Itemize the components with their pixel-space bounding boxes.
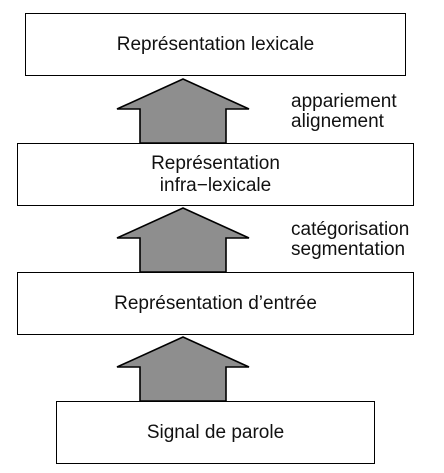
label-categorization-segmentation: catégorisation segmentation (291, 219, 410, 260)
arrow-input-to-infra-lexical (116, 207, 250, 273)
box-input-label: Représentation d’entrée (114, 292, 317, 314)
arrow-infra-lexical-to-lexical (116, 78, 250, 144)
box-infra-lexical-representation: Représentation infra−lexicale (17, 143, 414, 206)
arrow-signal-to-input (116, 336, 250, 402)
box-lexical-representation: Représentation lexicale (25, 13, 406, 76)
box-input-representation: Représentation d’entrée (17, 272, 414, 335)
box-speech-signal: Signal de parole (56, 401, 375, 464)
label-matching-alignment: appariement alignement (291, 91, 397, 132)
box-infra-lexical-label: Représentation infra−lexicale (151, 152, 280, 196)
box-signal-label: Signal de parole (146, 421, 285, 443)
box-lexical-label: Représentation lexicale (116, 33, 315, 55)
